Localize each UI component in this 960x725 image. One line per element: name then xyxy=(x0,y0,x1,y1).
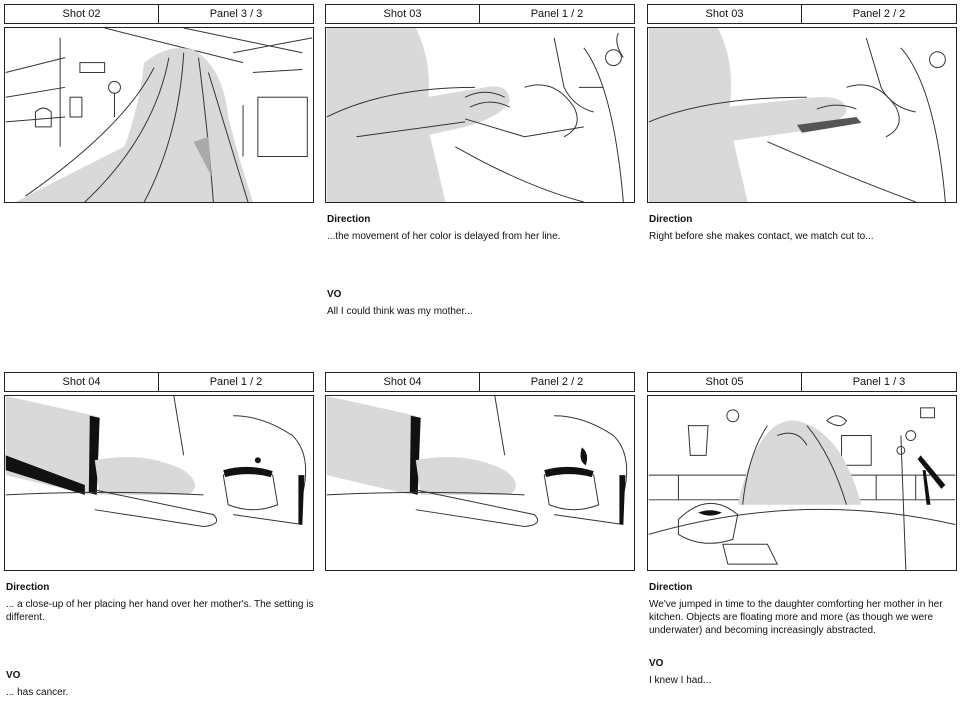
storyboard-panel-shot03-1: Shot 03 Panel 1 / 2 Direction ...the mov… xyxy=(325,4,635,318)
panel-header: Shot 05 Panel 1 / 3 xyxy=(647,372,957,392)
vo-label: VO xyxy=(649,658,664,669)
storyboard-frame xyxy=(647,27,957,203)
storyboard-frame xyxy=(647,395,957,571)
storyboard-frame xyxy=(325,27,635,203)
storyboard-panel-shot05-1: Shot 05 Panel 1 / 3 xyxy=(647,372,957,687)
sketch-kitchen-floating-objects xyxy=(648,407,956,570)
panel-notes: Direction ... a close-up of her placing … xyxy=(4,581,314,699)
panel-header: Shot 02 Panel 3 / 3 xyxy=(4,4,314,24)
direction-text: ... a close-up of her placing her hand o… xyxy=(6,599,314,623)
vo-text: ... has cancer. xyxy=(6,687,69,698)
direction-label: Direction xyxy=(649,582,693,593)
panel-number: Panel 1 / 2 xyxy=(209,376,263,388)
storyboard-panel-shot04-2: Shot 04 Panel 2 / 2 xyxy=(325,372,635,581)
vo-text: I knew I had... xyxy=(649,675,712,686)
panel-notes: Direction We've jumped in time to the da… xyxy=(647,581,957,687)
shot-number: Shot 02 xyxy=(5,5,159,23)
panel-header: Shot 03 Panel 1 / 2 xyxy=(325,4,635,24)
direction-label: Direction xyxy=(649,214,693,225)
panel-number: Panel 3 / 3 xyxy=(209,8,263,20)
panel-number: Panel 2 / 2 xyxy=(530,376,584,388)
panel-number: Panel 2 / 2 xyxy=(852,8,906,20)
direction-label: Direction xyxy=(327,214,371,225)
vo-label: VO xyxy=(327,289,342,300)
sketch-hand-over-hand-2 xyxy=(326,396,628,527)
sketch-long-hair-room xyxy=(5,28,313,202)
storyboard-panel-shot02-3: Shot 02 Panel 3 / 3 xyxy=(4,4,314,213)
shot-number: Shot 05 xyxy=(648,373,802,391)
storyboard-panel-shot04-1: Shot 04 Panel 1 / 2 Direction ... a clos… xyxy=(4,372,314,699)
vo-label: VO xyxy=(6,670,21,681)
panel-number: Panel 1 / 3 xyxy=(852,376,906,388)
panel-notes: Direction Right before she makes contact… xyxy=(647,213,957,243)
direction-text: Right before she makes contact, we match… xyxy=(649,231,874,242)
panel-number: Panel 1 / 2 xyxy=(530,8,584,20)
direction-label: Direction xyxy=(6,582,50,593)
panel-header: Shot 04 Panel 1 / 2 xyxy=(4,372,314,392)
sketch-hand-over-hand xyxy=(5,396,307,527)
shot-number: Shot 03 xyxy=(648,5,802,23)
panel-notes: Direction ...the movement of her color i… xyxy=(325,213,635,318)
storyboard-panel-shot03-2: Shot 03 Panel 2 / 2 Direction Right befo… xyxy=(647,4,957,243)
sketch-hand-contact xyxy=(648,28,946,202)
shot-number: Shot 04 xyxy=(326,373,480,391)
shot-number: Shot 03 xyxy=(326,5,480,23)
storyboard-frame xyxy=(4,395,314,571)
sketch-hand-reaching xyxy=(326,28,624,202)
direction-text: We've jumped in time to the daughter com… xyxy=(649,599,943,636)
vo-text: All I could think was my mother... xyxy=(327,306,473,317)
storyboard-frame xyxy=(325,395,635,571)
direction-text: ...the movement of her color is delayed … xyxy=(327,231,561,242)
panel-header: Shot 04 Panel 2 / 2 xyxy=(325,372,635,392)
shot-number: Shot 04 xyxy=(5,373,159,391)
storyboard-frame xyxy=(4,27,314,203)
panel-header: Shot 03 Panel 2 / 2 xyxy=(647,4,957,24)
